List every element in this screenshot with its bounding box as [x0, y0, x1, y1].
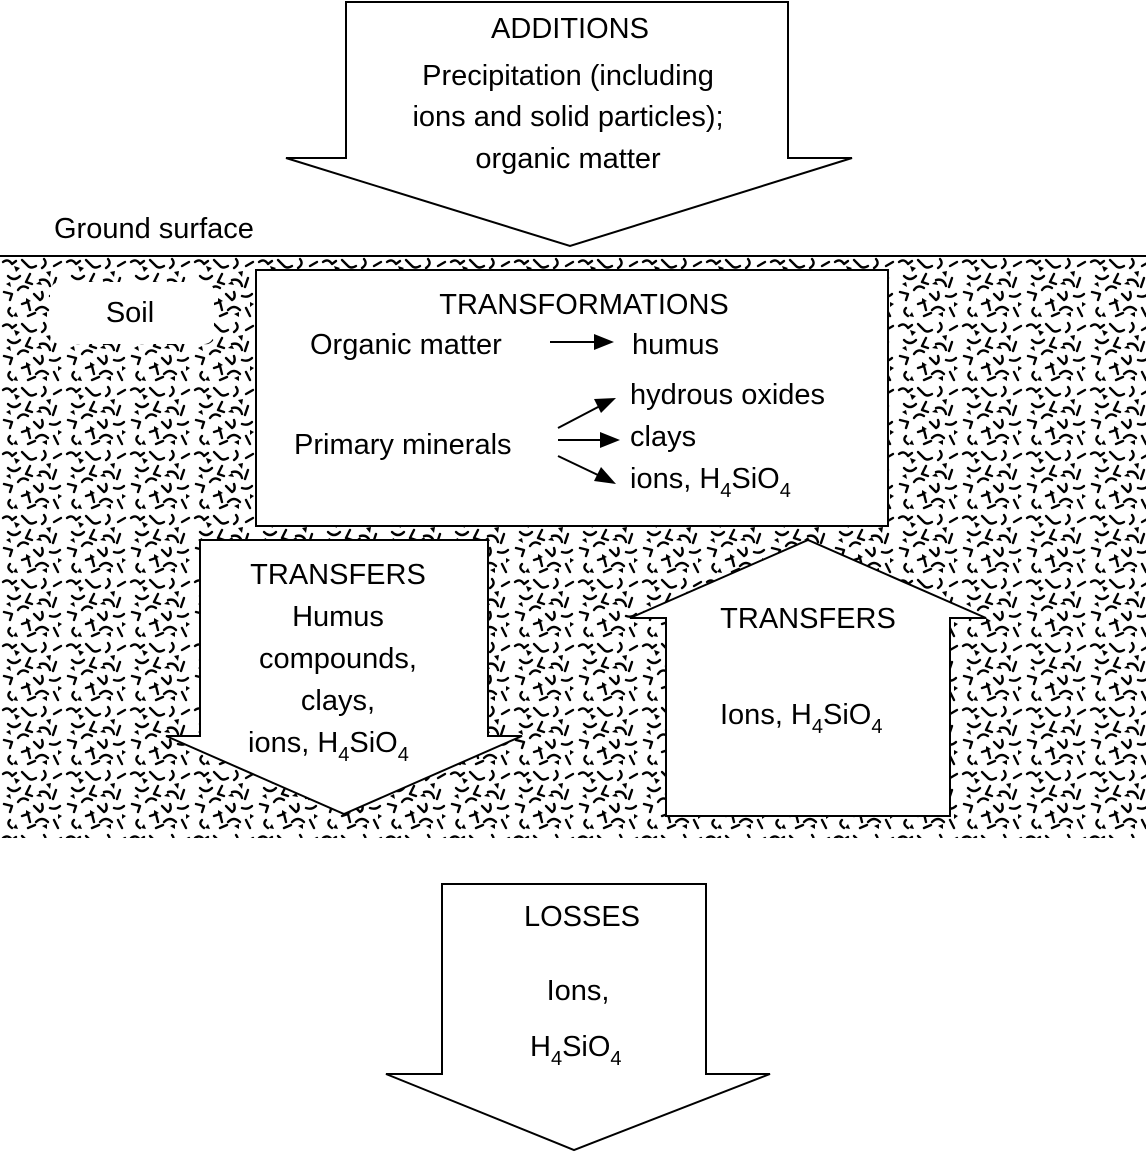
additions-line-1: Precipitation (including	[422, 60, 714, 92]
transfers-up-ions-label: Ions, H4SiO4	[720, 699, 882, 738]
clays-label: clays	[630, 421, 696, 453]
additions-arrow	[285, 1, 853, 248]
ground-surface-label: Ground surface	[54, 213, 254, 245]
transfers-down-line-1: Humus	[292, 601, 384, 633]
transfers-down-arrow	[165, 539, 523, 816]
minerals-to-clays-arrowhead	[600, 432, 620, 448]
transfers-down-line-3: clays,	[301, 685, 375, 717]
transfers-down-title: TRANSFERS	[250, 559, 426, 591]
primary-minerals-label: Primary minerals	[294, 429, 512, 461]
transformations-title: TRANSFORMATIONS	[439, 289, 728, 321]
minerals-to-oxides-arrow	[557, 405, 601, 429]
humus-label: humus	[632, 329, 719, 361]
hydrous-oxides-label: hydrous oxides	[630, 379, 825, 411]
ions-h4sio4-label: ions, H4SiO4	[630, 463, 791, 502]
transformations-box	[255, 269, 889, 527]
organic-matter-label: Organic matter	[310, 329, 502, 361]
losses-arrow	[385, 883, 771, 1152]
additions-title: ADDITIONS	[491, 13, 649, 45]
transfers-up-arrow	[629, 538, 987, 817]
additions-line-2: ions and solid particles);	[412, 101, 723, 133]
losses-line-1: Ions,	[547, 975, 610, 1007]
transfers-down-ions-label: ions, H4SiO4	[248, 727, 409, 766]
organic-to-humus-arrowhead	[594, 334, 614, 350]
minerals-to-oxides-arrowhead	[594, 398, 616, 413]
soil-label-box	[50, 282, 214, 344]
additions-line-3: organic matter	[475, 143, 661, 175]
losses-h4sio4-label: H4SiO4	[530, 1031, 622, 1070]
soil-label: Soil	[106, 297, 154, 329]
transfers-down-line-2: compounds,	[259, 643, 417, 675]
minerals-to-ions-arrowhead	[594, 467, 616, 484]
transfers-up-title: TRANSFERS	[720, 603, 896, 635]
losses-title: LOSSES	[524, 901, 640, 933]
minerals-to-ions-arrow	[557, 455, 601, 477]
